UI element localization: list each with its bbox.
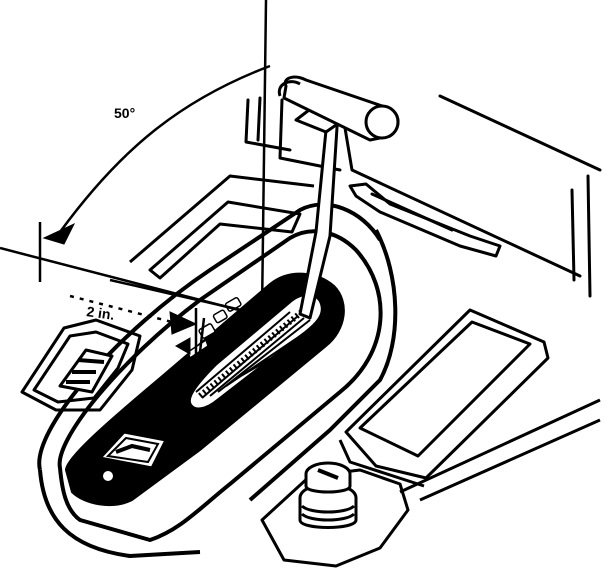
dashboard-outline: [244, 94, 602, 298]
arrowhead-icon: [42, 222, 198, 355]
storage-tray: [260, 308, 601, 568]
cigarette-lighter: [298, 461, 358, 529]
console-body: [37, 202, 398, 558]
indicator-window-icon: [97, 430, 169, 483]
upper-tray: [129, 174, 315, 280]
gear-gate-slot: [187, 292, 324, 411]
rocker-switch-icon: [20, 318, 142, 412]
dimension-lines: [0, 0, 271, 366]
distance-label: 2 in.: [86, 303, 116, 323]
angle-label: 50°: [114, 105, 135, 121]
shift-lever: [277, 75, 400, 320]
